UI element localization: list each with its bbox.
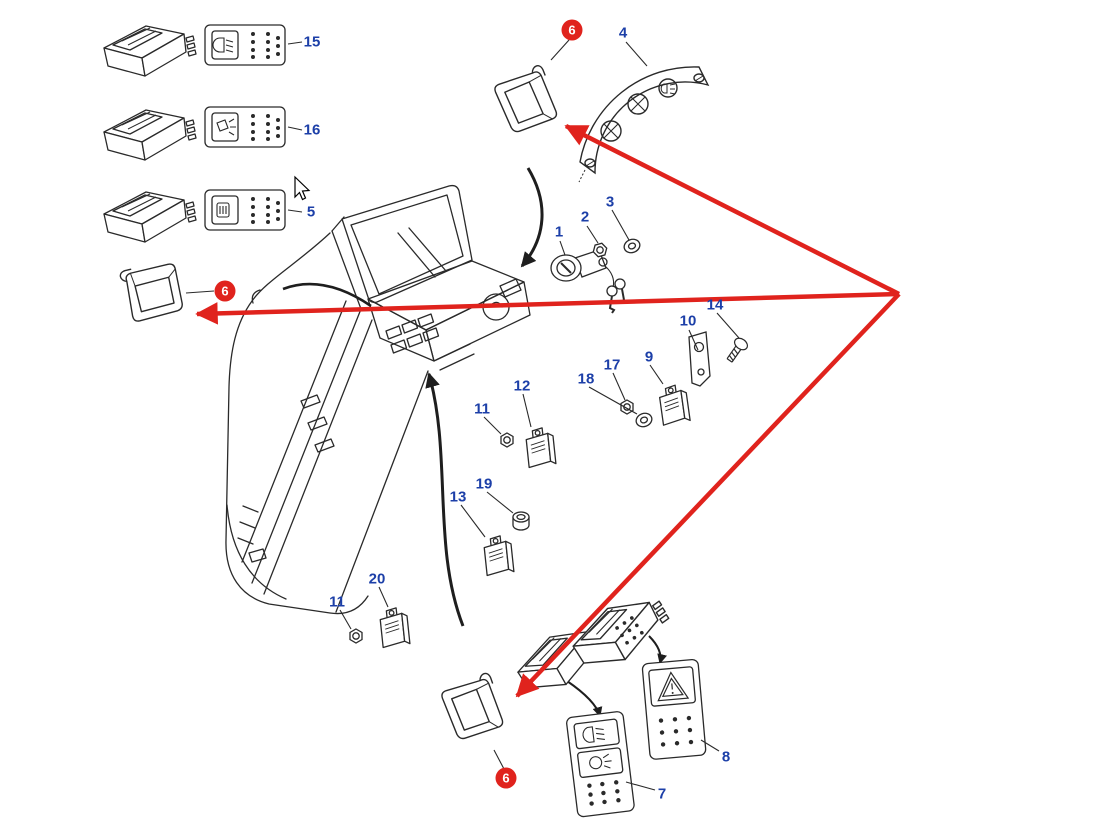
- bolt-14[interactable]: [724, 336, 750, 365]
- connector-pins: [658, 715, 694, 747]
- routing-arrows: [282, 167, 667, 718]
- part-label-3[interactable]: 3: [605, 193, 615, 211]
- crescent-switch-bracket[interactable]: [578, 66, 710, 183]
- part-label-11b[interactable]: 11: [329, 593, 345, 611]
- red-arrow-to-bottom-blank: [515, 292, 901, 698]
- part-label-11[interactable]: 11: [474, 400, 490, 418]
- bracket-10[interactable]: [688, 331, 711, 387]
- cable-bottom-arrow: [425, 372, 465, 627]
- part-label-8[interactable]: 8: [721, 748, 731, 766]
- part-label-13[interactable]: 13: [449, 488, 467, 506]
- mouse-cursor: [294, 175, 311, 201]
- nut-17[interactable]: [620, 399, 634, 415]
- nut-11b[interactable]: [349, 628, 363, 644]
- washer-18[interactable]: [633, 410, 655, 430]
- lamp-icon: [660, 83, 676, 95]
- part-label-5[interactable]: 5: [306, 203, 316, 221]
- low-beam-headlight-icon: [212, 37, 234, 53]
- cab-console-drawing: [225, 184, 531, 615]
- low-beam-headlight-icon: [582, 726, 605, 743]
- part-label-16[interactable]: 16: [303, 121, 321, 139]
- nut-11[interactable]: [500, 432, 514, 448]
- part-label-1[interactable]: 1: [554, 223, 564, 241]
- ignition-switch[interactable]: [550, 249, 626, 314]
- relay-13[interactable]: [482, 534, 515, 577]
- cross-dial-icon: [603, 123, 619, 139]
- red-location-arrows: [195, 123, 901, 698]
- red-arrow-to-top-blank: [564, 123, 901, 297]
- cap-19[interactable]: [512, 511, 530, 531]
- connector-pins: [587, 780, 621, 806]
- switch-panel-7[interactable]: [566, 711, 635, 818]
- relay-9[interactable]: [657, 383, 691, 426]
- cable-top-arrow: [520, 167, 544, 268]
- part-label-10[interactable]: 10: [679, 312, 697, 330]
- part-label-19[interactable]: 19: [475, 475, 493, 493]
- part-label-18[interactable]: 18: [577, 370, 595, 388]
- part-label-20[interactable]: 20: [368, 570, 386, 588]
- switch-panel-16[interactable]: [204, 106, 286, 148]
- part-label-12[interactable]: 12: [513, 377, 531, 395]
- indicator-lamp-icon: [216, 202, 230, 218]
- blank-cover-left[interactable]: [119, 262, 184, 323]
- rocker-switch-16[interactable]: [103, 109, 197, 161]
- connector-pins: [251, 197, 280, 224]
- red-arrow-to-left-blank: [195, 291, 900, 325]
- part-label-7[interactable]: 7: [657, 785, 667, 803]
- part-label-17[interactable]: 17: [603, 356, 621, 374]
- small-arrow-panel8: [648, 635, 667, 665]
- switch-panel-8[interactable]: [641, 658, 707, 760]
- connector-pins: [615, 616, 644, 645]
- part-callout-6-bottom[interactable]: 6: [495, 767, 517, 789]
- connector-pins: [251, 32, 280, 59]
- part-label-2[interactable]: 2: [580, 208, 590, 226]
- relay-20[interactable]: [378, 606, 411, 649]
- road-light-icon: [589, 753, 612, 770]
- relay-12[interactable]: [524, 426, 557, 469]
- part-label-14[interactable]: 14: [706, 296, 724, 314]
- connector-pins: [251, 114, 280, 141]
- part-label-4[interactable]: 4: [618, 24, 628, 42]
- part-callout-6-left[interactable]: 6: [214, 280, 236, 302]
- hazard-warning-icon: [657, 671, 690, 702]
- rocker-switch-bottom-right[interactable]: [564, 589, 678, 676]
- cross-dial-icon: [630, 96, 646, 112]
- key: [606, 278, 626, 314]
- blank-cover-top[interactable]: [491, 63, 560, 136]
- part-label-15[interactable]: 15: [303, 33, 321, 51]
- part-callout-6-top[interactable]: 6: [561, 19, 583, 41]
- leader-lines: [185, 39, 740, 791]
- rocker-switch-5[interactable]: [103, 191, 197, 243]
- small-arrow-panel7: [566, 680, 603, 718]
- switch-panel-15[interactable]: [204, 24, 286, 66]
- washer-3[interactable]: [621, 236, 643, 256]
- dash-wire: [282, 282, 372, 308]
- blank-cover-bottom[interactable]: [438, 671, 505, 742]
- part-label-9[interactable]: 9: [644, 348, 654, 366]
- switch-panel-5[interactable]: [204, 189, 286, 231]
- work-light-icon: [216, 118, 236, 136]
- rocker-switch-15[interactable]: [103, 25, 197, 77]
